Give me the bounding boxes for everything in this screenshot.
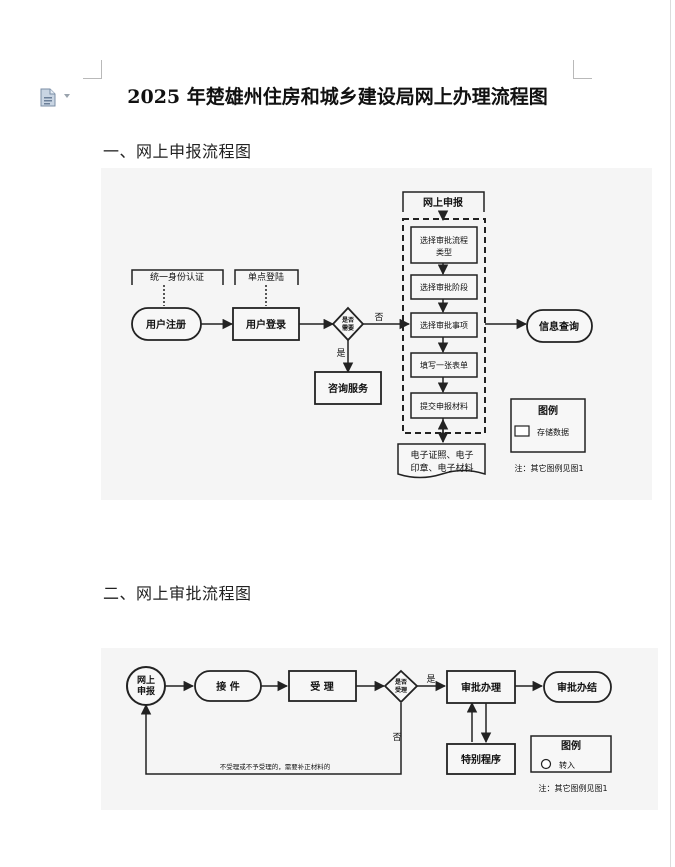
receive-node xyxy=(194,670,262,702)
chevron-down-icon[interactable] xyxy=(64,94,70,98)
no-label: 否 xyxy=(374,312,383,323)
accept-decision-node xyxy=(383,669,419,704)
step2-label: 选择审批阶段 xyxy=(420,282,468,292)
receive-label: 接 件 xyxy=(216,680,239,693)
note-label-2: 注：其它图例见图1 xyxy=(538,783,607,793)
step4-label: 填写一张表单 xyxy=(420,360,468,370)
accept-decision-label-2: 受理 xyxy=(395,686,407,694)
accept-label: 受 理 xyxy=(310,680,333,693)
auth-label: 统一身份认证 xyxy=(150,271,204,283)
yes-label-2: 是 xyxy=(426,674,435,685)
step1-label-2: 类型 xyxy=(436,247,452,257)
section2-heading: 二、网上审批流程图 xyxy=(103,584,252,603)
page-edge xyxy=(670,0,671,867)
declaration-flowchart: 统一身份认证 单点登陆 用户注册 用户登录 是否 需要 否 是 咨询服务 网上申… xyxy=(101,168,652,500)
online-declare-node xyxy=(126,666,166,706)
sso-label: 单点登陆 xyxy=(248,271,284,283)
accept-node xyxy=(288,670,357,702)
margin-corner-right xyxy=(573,60,592,79)
legend-title: 图例 xyxy=(538,404,558,417)
legend-item-label-2: 转入 xyxy=(559,760,575,770)
special-procedure-label: 特别程序 xyxy=(461,753,501,766)
decision-label-1: 是否 xyxy=(341,316,354,324)
docs-label-2: 印章、电子材料 xyxy=(410,462,473,474)
step-select-flow-type xyxy=(410,226,478,264)
online-header-label: 网上申报 xyxy=(423,196,463,209)
approve-done-label: 审批办结 xyxy=(557,681,597,694)
register-label: 用户注册 xyxy=(145,318,186,331)
approve-node xyxy=(446,670,516,704)
legend-storage-symbol xyxy=(514,425,530,437)
return-text: 不受理或不予受理的，需要补正材料的 xyxy=(220,762,331,771)
register-node xyxy=(131,307,202,341)
consult-node xyxy=(314,371,382,405)
approval-flowchart: 网上 申报 接 件 受 理 是否 受理 是 否 审批办理 审批办结 特别程序 不… xyxy=(101,648,658,810)
login-label: 用户登录 xyxy=(245,318,286,331)
decision-node xyxy=(331,306,365,342)
step-select-stage xyxy=(410,274,478,300)
step5-label: 提交申报材料 xyxy=(420,401,468,411)
info-query-label: 信息查询 xyxy=(539,320,579,333)
document-icon[interactable] xyxy=(40,88,56,111)
docs-label-1: 电子证照、电子 xyxy=(410,449,473,461)
special-procedure-node xyxy=(446,743,516,775)
page-title: 2025 年楚雄州住房和城乡建设局网上办理流程图 xyxy=(127,86,548,108)
step1-label-1: 选择审批流程 xyxy=(420,235,468,245)
legend-item-label: 存储数据 xyxy=(537,427,569,437)
decision-label-2: 需要 xyxy=(342,324,354,332)
storage-data-node xyxy=(397,443,486,479)
step-submit-materials xyxy=(410,392,478,419)
step3-label: 选择审批事项 xyxy=(420,320,468,330)
approve-done-node xyxy=(543,671,612,703)
consult-label: 咨询服务 xyxy=(328,382,369,395)
yes-label: 是 xyxy=(336,348,345,359)
legend-title-2: 图例 xyxy=(561,739,581,752)
online-label-1: 网上 xyxy=(137,674,155,686)
step-fill-form xyxy=(410,352,478,378)
no-label-2: 否 xyxy=(392,732,401,743)
note-label: 注：其它图例见图1 xyxy=(514,463,583,473)
margin-corner-left xyxy=(83,60,102,79)
step-select-item xyxy=(410,312,478,338)
info-query-node xyxy=(526,309,593,343)
legend-transfer-symbol xyxy=(540,758,552,770)
login-node xyxy=(232,307,300,341)
online-label-2: 申报 xyxy=(137,685,155,697)
approve-label: 审批办理 xyxy=(461,681,501,694)
section1-heading: 一、网上申报流程图 xyxy=(103,142,252,161)
accept-decision-label-1: 是否 xyxy=(394,678,407,686)
